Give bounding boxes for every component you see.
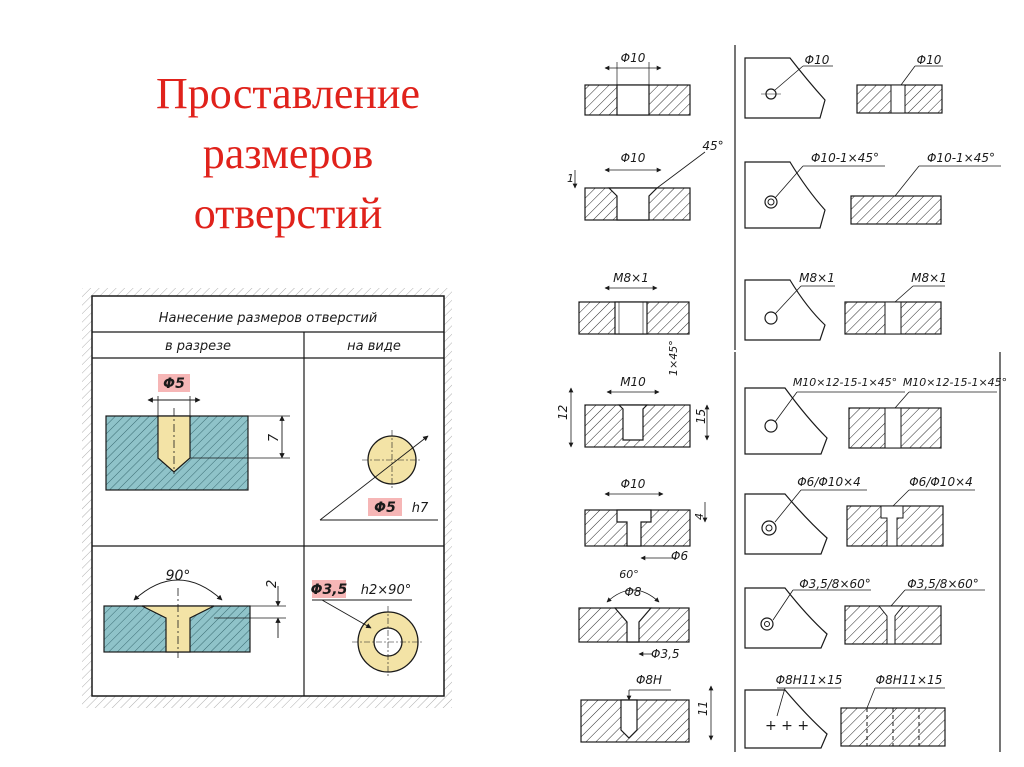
hole-examples-panel: Φ10 Φ10 Φ10 Φ10 45° 1 Φ10-1×45° Φ10-1×45…	[556, 45, 1007, 752]
ex6-section-label: Φ8	[624, 585, 641, 599]
ex3-section2-label: M8×1	[911, 271, 947, 285]
row1-view-tolerance: h7	[412, 501, 429, 516]
ex4-chamfer: 1×45°	[667, 340, 680, 376]
ex2-chamfer-angle: 45°	[702, 139, 723, 153]
example-3: M8×1 M8×1 M8×1	[578, 271, 947, 341]
title-line-1: Проставление	[156, 69, 420, 118]
row2-section-drawing: 90° 2	[103, 568, 286, 658]
ex4-thread-depth: 15	[694, 409, 708, 424]
ex2-section2-label: Φ10-1×45°	[927, 151, 995, 165]
col-view-label: на виде	[347, 339, 401, 354]
ex7-depth: 11	[696, 701, 710, 716]
ex4-view-label: M10×12-15-1×45°	[793, 376, 897, 389]
ex6-angle: 60°	[619, 568, 639, 581]
ex7-view-label: Φ8H11×15	[776, 673, 843, 687]
ex4-section2-label: M10×12-15-1×45°	[903, 376, 1007, 389]
example-6: Φ8 60° Φ3,5 Φ3,5/8×60° Φ3,5/8×60°	[578, 568, 985, 661]
ex5-lower-label: Φ6	[671, 549, 688, 563]
hole-dimension-table: Нанесение размеров отверстий в разрезе н…	[82, 288, 452, 708]
ex7-cross-marks: + + +	[765, 718, 809, 734]
example-4: M10 1×45° 12 15 M10×12-15-1×45° M10×12-1…	[556, 340, 1007, 455]
ex1-view-label: Φ10	[805, 53, 830, 67]
ex3-view-label: M8×1	[799, 271, 835, 285]
slide-title: Проставление размеров отверстий	[118, 64, 458, 244]
ex2-section-label: Φ10	[621, 151, 646, 165]
title-line-2: размеров	[202, 129, 374, 178]
title-line-3: отверстий	[193, 189, 383, 238]
row2-view-diameter: Φ3,5	[311, 582, 348, 598]
ex3-section-label: M8×1	[613, 271, 649, 285]
ex5-depth: 4	[693, 513, 706, 520]
ex5-section-label: Φ10	[621, 477, 646, 491]
row2-depth-label: 2	[265, 580, 280, 588]
row1-view-drawing: Φ5 h7	[319, 430, 438, 521]
example-5: Φ10 Φ6 4 Φ6/Φ10×4 Φ6/Φ10×4	[584, 475, 975, 563]
row1-depth-label: 7	[267, 433, 282, 442]
row2-angle-label: 90°	[166, 568, 191, 584]
example-7: Φ8H 11 + + + Φ8H11×15 Φ8H11×15	[580, 673, 946, 749]
example-1: Φ10 Φ10 Φ10	[584, 51, 943, 119]
ex1-section-label: Φ10	[621, 51, 646, 65]
ex2-chamfer-depth: 1	[567, 172, 574, 185]
col-section-label: в разрезе	[165, 339, 231, 354]
ex2-view-label: Φ10-1×45°	[811, 151, 879, 165]
ex4-section-label: M10	[620, 375, 646, 389]
ex7-section-label: Φ8H	[636, 673, 662, 687]
table-header: Нанесение размеров отверстий	[159, 311, 377, 326]
ex5-view-label: Φ6/Φ10×4	[797, 475, 861, 489]
ex6-lower-label: Φ3,5	[651, 647, 680, 661]
ex6-view-label: Φ3,5/8×60°	[799, 577, 871, 591]
row2-view-spec: h2×90°	[361, 583, 411, 598]
row1-view-diameter: Φ5	[374, 500, 396, 516]
ex6-section2-label: Φ3,5/8×60°	[907, 577, 979, 591]
row2-view-drawing: Φ3,5 h2×90°	[311, 580, 424, 678]
ex4-depth-total: 12	[556, 405, 570, 420]
ex1-section2-label: Φ10	[917, 53, 942, 67]
row1-diameter-label: Φ5	[163, 376, 185, 392]
ex5-section2-label: Φ6/Φ10×4	[909, 475, 973, 489]
row1-section-drawing: Φ5 7	[105, 374, 290, 491]
example-2: Φ10 45° 1 Φ10-1×45° Φ10-1×45°	[567, 139, 1001, 229]
ex7-section2-label: Φ8H11×15	[876, 673, 943, 687]
